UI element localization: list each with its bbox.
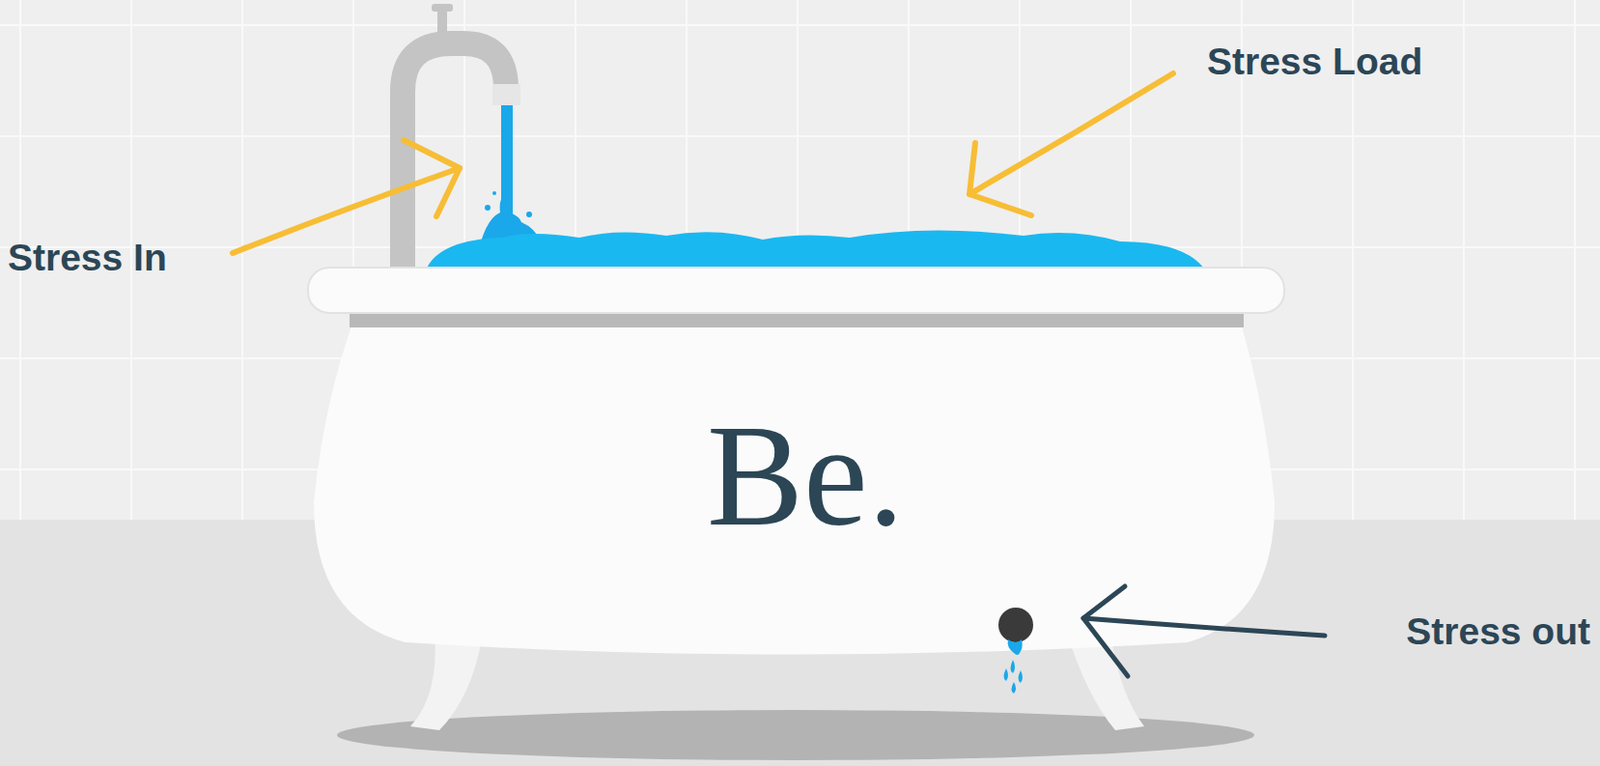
- stress-label: Stress out: [1405, 612, 1591, 650]
- stress-label: Stress In: [7, 238, 168, 277]
- stress-label: Stress Load: [1207, 42, 1423, 81]
- brand-logo: Be.: [706, 402, 904, 548]
